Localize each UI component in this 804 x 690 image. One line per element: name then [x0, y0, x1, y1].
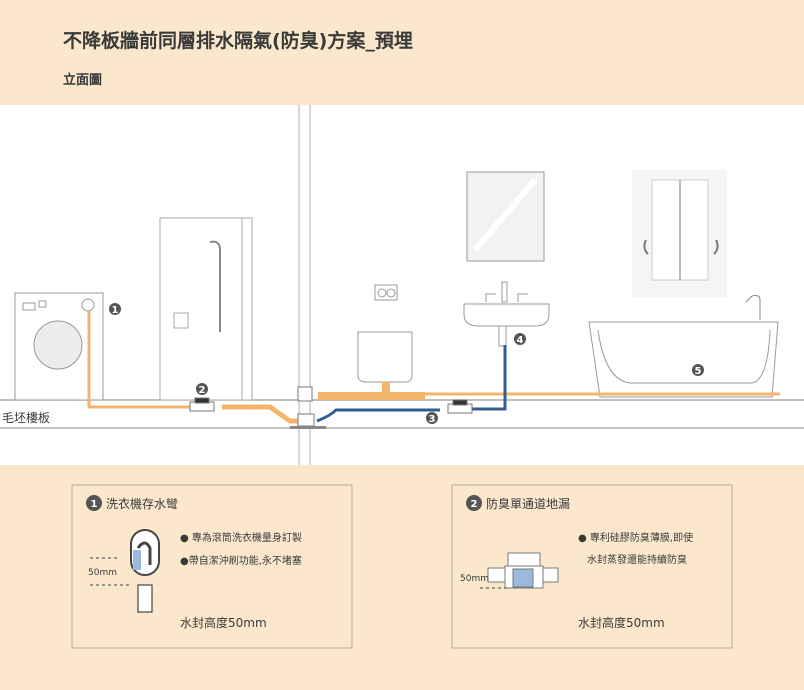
toilet	[357, 284, 413, 383]
panel-washer-trap: 1 洗衣機存水彎 50mm ● 專為滾筒洗衣機量身訂製 ●帶自潔沖刷功能,永不堵…	[71, 484, 353, 649]
header-background	[0, 0, 804, 105]
central-wall	[298, 105, 311, 465]
panel-2-bullet-1: ● 專利硅膠防臭薄膜,即使	[578, 531, 693, 544]
svg-text:5: 5	[695, 366, 702, 377]
panel-2-dimension: 50mm	[460, 574, 489, 584]
panel-2-bullet-2: 水封蒸發還能持續防臭	[587, 553, 687, 566]
panel-1-title: 洗衣機存水彎	[106, 496, 178, 511]
panel-1-bullet-2: ●帶自潔沖刷功能,永不堵塞	[180, 554, 302, 567]
page-title: 不降板牆前同層排水隔氣(防臭)方案_預埋	[63, 29, 413, 52]
bathtub	[588, 295, 779, 398]
pipe-fittings	[189, 386, 473, 429]
marker-4: 4	[514, 333, 526, 346]
blue-drain-pipe	[316, 345, 507, 423]
panel-1-dimension: 50mm	[88, 568, 117, 578]
marker-1: 1	[109, 303, 121, 316]
svg-text:4: 4	[517, 335, 524, 346]
washing-machine	[14, 292, 104, 401]
panel-1-seal-height: 水封高度50mm	[180, 615, 267, 630]
floor-drain-icon	[487, 552, 559, 589]
window	[632, 170, 727, 297]
svg-text:1: 1	[91, 499, 98, 510]
floor-slab	[0, 399, 804, 429]
svg-text:1: 1	[112, 305, 119, 316]
svg-text:3: 3	[429, 414, 436, 425]
washer-trap-icon	[130, 529, 160, 613]
mirror-reflection	[472, 178, 538, 252]
panel-floor-drain: 2 防臭單通道地漏 50mm ● 專利硅膠防臭薄膜,即使 水封蒸發還能持續防臭 …	[451, 484, 733, 649]
bottom-background	[0, 465, 804, 690]
panel-2-seal-height: 水封高度50mm	[578, 615, 665, 630]
panel-2-title: 防臭單通道地漏	[486, 496, 570, 511]
floor-label: 毛坯樓板	[2, 410, 50, 425]
page-subtitle: 立面圖	[63, 72, 102, 88]
marker-5: 5	[692, 364, 704, 377]
panel-1-bullet-1: ● 專為滾筒洗衣機量身訂製	[180, 531, 302, 544]
shower	[159, 217, 253, 401]
svg-text:2: 2	[199, 385, 206, 396]
marker-3: 3	[426, 412, 438, 425]
svg-text:2: 2	[471, 499, 478, 510]
orange-drain-pipes	[87, 311, 780, 424]
sink	[463, 281, 550, 347]
marker-2: 2	[196, 383, 208, 396]
